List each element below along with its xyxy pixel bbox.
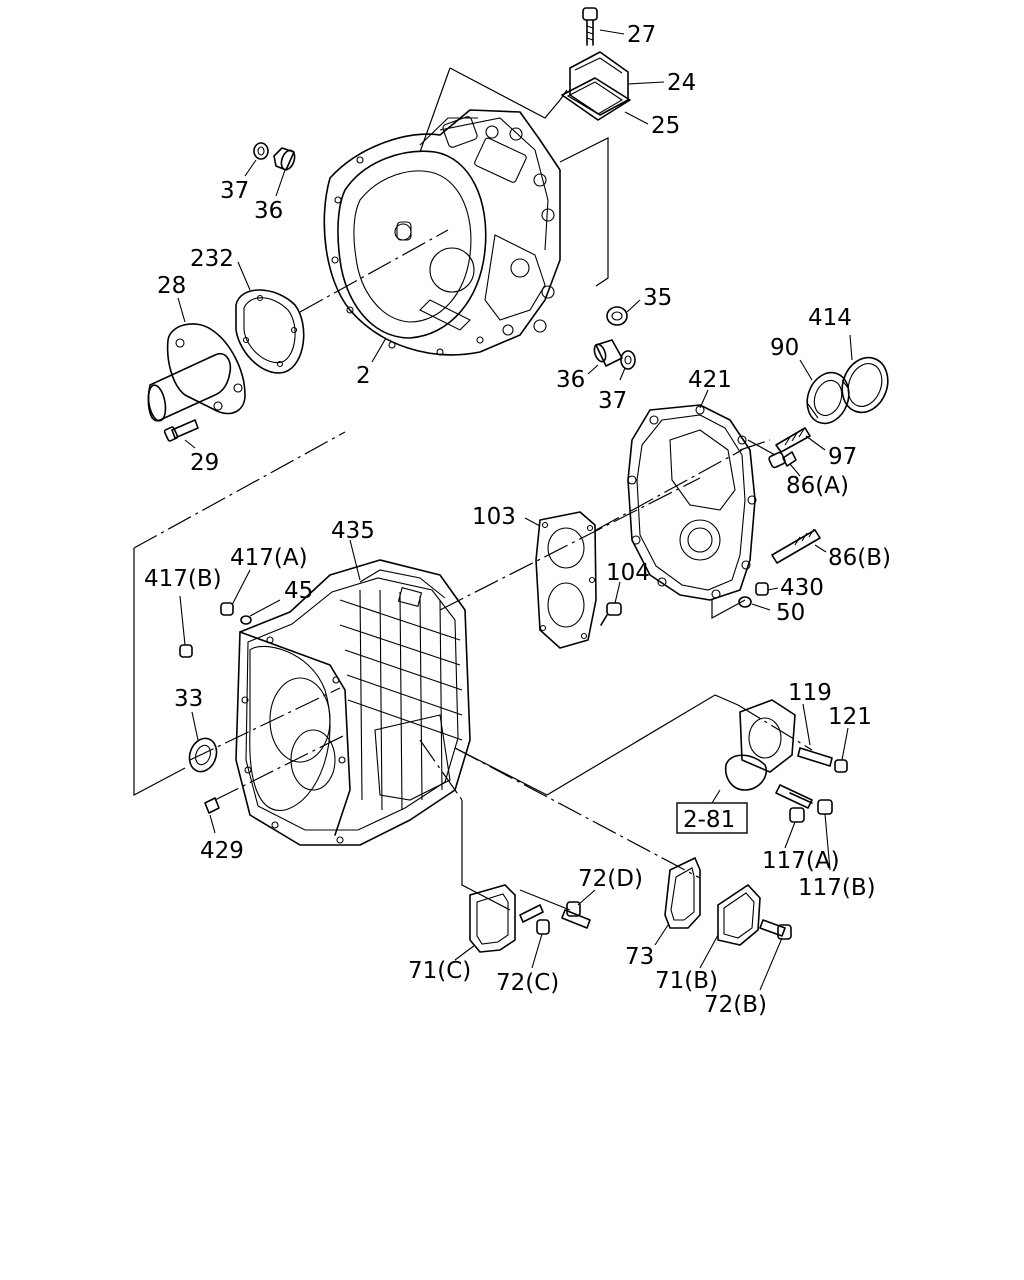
label-2: 2	[356, 363, 371, 389]
label-104: 104	[606, 560, 650, 586]
lower-left-cover	[469, 884, 591, 953]
label-119: 119	[788, 680, 832, 706]
assembly-guide-lines	[133, 67, 813, 911]
pto-unit	[724, 699, 848, 823]
intermediate-plate	[535, 511, 622, 649]
leader-lines	[177, 29, 853, 991]
label-36-lower: 36	[556, 367, 585, 393]
label-417b: 417(B)	[144, 566, 222, 592]
label-72c: 72(C)	[496, 970, 559, 996]
label-232: 232	[190, 246, 234, 272]
label-117a: 117(A)	[762, 848, 840, 874]
top-cover-assembly	[561, 7, 631, 121]
label-71c: 71(C)	[408, 958, 471, 984]
label-27: 27	[627, 22, 656, 48]
rear-seal-bearing	[806, 356, 889, 425]
label-86a: 86(A)	[786, 473, 849, 499]
label-24: 24	[667, 70, 696, 96]
label-35: 35	[643, 285, 672, 311]
label-37-lower: 37	[598, 388, 627, 414]
clutch-housing	[323, 109, 561, 356]
seal-and-bushing-lower	[593, 306, 636, 370]
label-28: 28	[157, 273, 186, 299]
label-71b: 71(B)	[655, 968, 718, 994]
lower-right-cover	[664, 857, 792, 946]
label-73: 73	[625, 944, 654, 970]
label-33: 33	[174, 686, 203, 712]
label-72b: 72(B)	[704, 992, 767, 1018]
part-labels: 27 24 25 37 36 232 28 2 35 36 37 29 414 …	[144, 22, 891, 1018]
rear-cover	[627, 404, 757, 601]
label-414: 414	[808, 305, 852, 331]
rear-cover-fasteners	[738, 427, 821, 608]
label-90: 90	[770, 335, 799, 361]
label-121: 121	[828, 704, 872, 730]
label-50: 50	[776, 600, 805, 626]
label-417a: 417(A)	[230, 545, 308, 571]
label-86b: 86(B)	[828, 545, 891, 571]
label-435: 435	[331, 518, 375, 544]
label-103: 103	[472, 504, 516, 530]
seal-and-bushing-upper	[253, 142, 296, 171]
label-29: 29	[190, 450, 219, 476]
transmission-case	[235, 559, 471, 846]
label-36-upper: 36	[254, 198, 283, 224]
label-37-upper: 37	[220, 178, 249, 204]
label-429: 429	[200, 838, 244, 864]
label-72d: 72(D)	[578, 866, 643, 892]
label-421: 421	[688, 367, 732, 393]
front-cover-retainer	[147, 289, 305, 442]
label-25: 25	[651, 113, 680, 139]
case-small-parts	[179, 602, 252, 814]
label-117b: 117(B)	[798, 875, 876, 901]
label-430: 430	[780, 575, 824, 601]
label-2-81: 2-81	[683, 807, 735, 833]
label-97: 97	[828, 444, 857, 470]
label-45: 45	[284, 578, 313, 604]
